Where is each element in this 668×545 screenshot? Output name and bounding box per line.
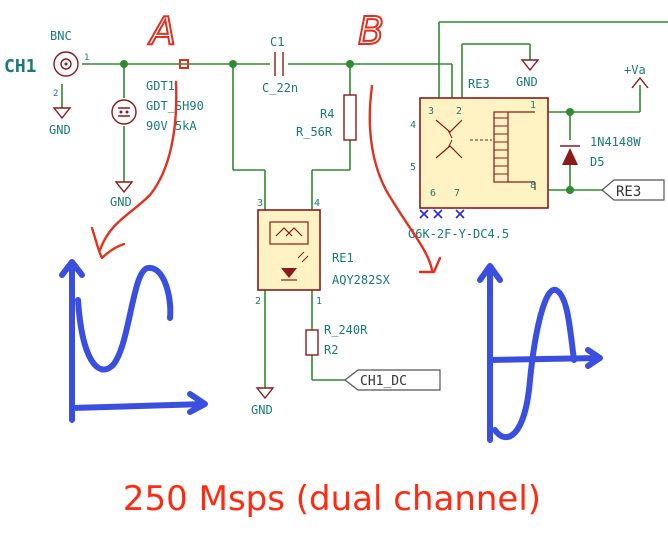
relay-re3: 4 3 2 1 5 6 7 8 RE3 G6K-2F-Y-DC4.5 [408,77,549,241]
diode-value: 1N4148W [590,135,641,149]
arrow-b [368,84,442,274]
re3-pin4: 4 [410,120,416,131]
gdt-rating: 90V 5kA [146,119,197,133]
resistor-r2: R_240R R2 [305,323,368,357]
gnd-label-bnc: GND [49,123,71,137]
va-label: +Va [624,63,646,77]
connector-type: BNC [50,29,72,43]
waveform-b [477,263,603,443]
re3-pin8: 8 [530,180,536,191]
connector-pin2: 2 [53,89,58,99]
junction-dots [120,60,574,194]
re1-pin3: 3 [257,198,263,209]
connector-name: CH1 [4,56,37,77]
gdt-value: GDT_SH90 [146,99,204,113]
re1-pin1: 1 [316,296,322,307]
re3-pin3: 3 [428,106,434,117]
re3-ref: RE3 [468,77,490,91]
diode-d5: 1N4148W D5 [560,135,641,169]
capacitor-c1: C1 C_22n [262,35,298,95]
gnd-symbol-gdt: GND [110,181,134,209]
bnc-connector: CH1 BNC 1 2 [4,29,89,99]
power-va: +Va [624,63,649,89]
gnd-symbol-re1: GND [251,387,275,417]
arrow-a [90,80,178,260]
re1-value: AQY282SX [332,273,391,287]
gnd-symbol-bnc: GND [49,107,72,137]
caption: 250 Msps (dual channel) [123,479,541,519]
capacitor-ref: C1 [270,35,284,49]
resistor-r4: R4 R_56R [296,94,357,141]
annotation-b: B [358,9,384,53]
annotation-a: A [147,9,176,53]
gnd-label-re3: GND [516,75,538,89]
gdt-ref: GDT1 [146,79,175,93]
r2-value: R_240R [324,323,368,337]
re1-ref: RE1 [332,251,354,265]
re1-pin2: 2 [255,296,261,307]
re3-pin2: 2 [456,106,462,117]
re3-pin5: 5 [410,162,416,173]
capacitor-value: C_22n [262,81,298,95]
gnd-label-re1: GND [251,403,273,417]
net-label-ch1-dc: CH1_DC [344,369,441,391]
connector-pin1: 1 [84,53,89,63]
no-connect-marks [419,209,465,219]
net-label-re3: RE3 [601,179,665,201]
re3-value: G6K-2F-Y-DC4.5 [408,227,509,241]
re3-net-label: RE3 [616,184,641,200]
waveform-a [59,259,208,423]
gnd-label-gdt: GND [110,195,132,209]
probe-point-a [179,59,189,69]
gnd-symbol-re3: GND [516,59,540,89]
diode-ref: D5 [590,155,604,169]
wires [61,21,668,388]
relay-re1: 3 4 2 1 RE1 AQY282SX [255,198,391,307]
re1-pin4: 4 [314,198,320,209]
gdt-symbol: GDT1 GDT_SH90 90V 5kA [111,79,204,133]
re3-pin7: 7 [454,188,460,199]
re3-pin6: 6 [430,188,436,199]
ch1-dc-label: CH1_DC [360,374,407,389]
r2-ref: R2 [324,343,338,357]
r4-ref: R4 [320,107,334,121]
re3-pin1: 1 [530,100,536,111]
r4-value: R_56R [296,125,333,139]
